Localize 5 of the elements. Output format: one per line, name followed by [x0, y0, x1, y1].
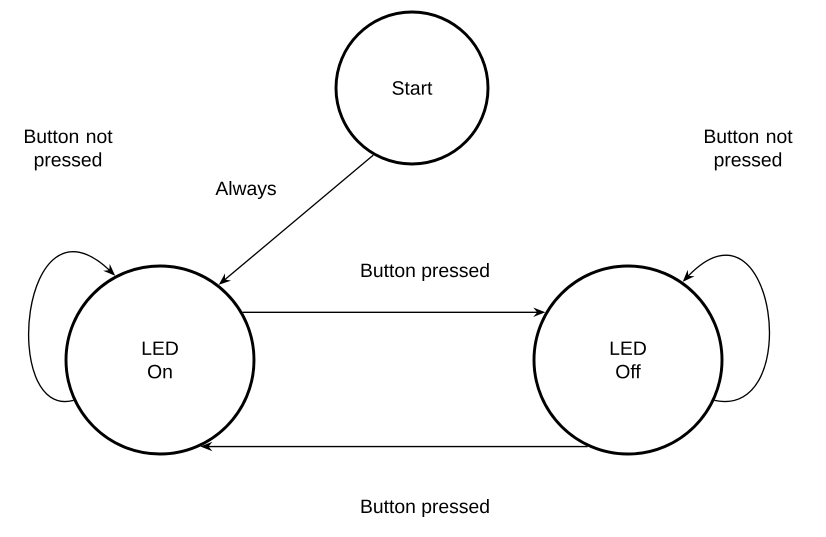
edge-label: Button pressed [358, 262, 492, 282]
edge-label: Button not pressed [699, 128, 797, 172]
edge-label: Button not pressed [19, 128, 117, 172]
edge-label: Button pressed [358, 498, 492, 518]
edge-label: Always [214, 180, 278, 200]
